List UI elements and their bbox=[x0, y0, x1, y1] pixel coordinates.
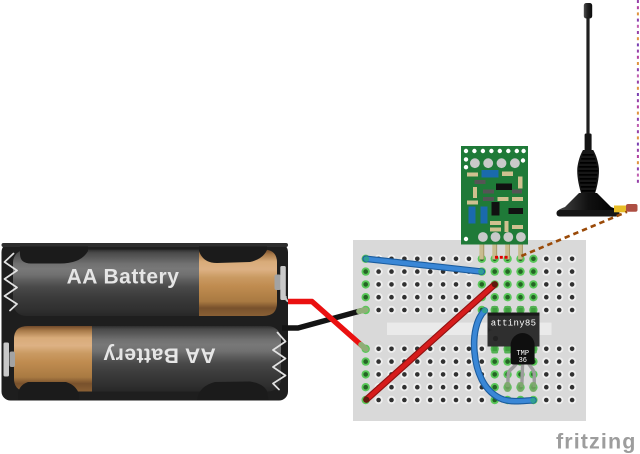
svg-text:AA Battery: AA Battery bbox=[103, 344, 216, 367]
svg-text:TMP: TMP bbox=[516, 350, 529, 358]
svg-text:fritzing: fritzing bbox=[556, 430, 636, 454]
svg-text:attiny85: attiny85 bbox=[491, 319, 537, 329]
svg-text:36: 36 bbox=[519, 357, 527, 365]
svg-text:AA Battery: AA Battery bbox=[67, 266, 180, 289]
